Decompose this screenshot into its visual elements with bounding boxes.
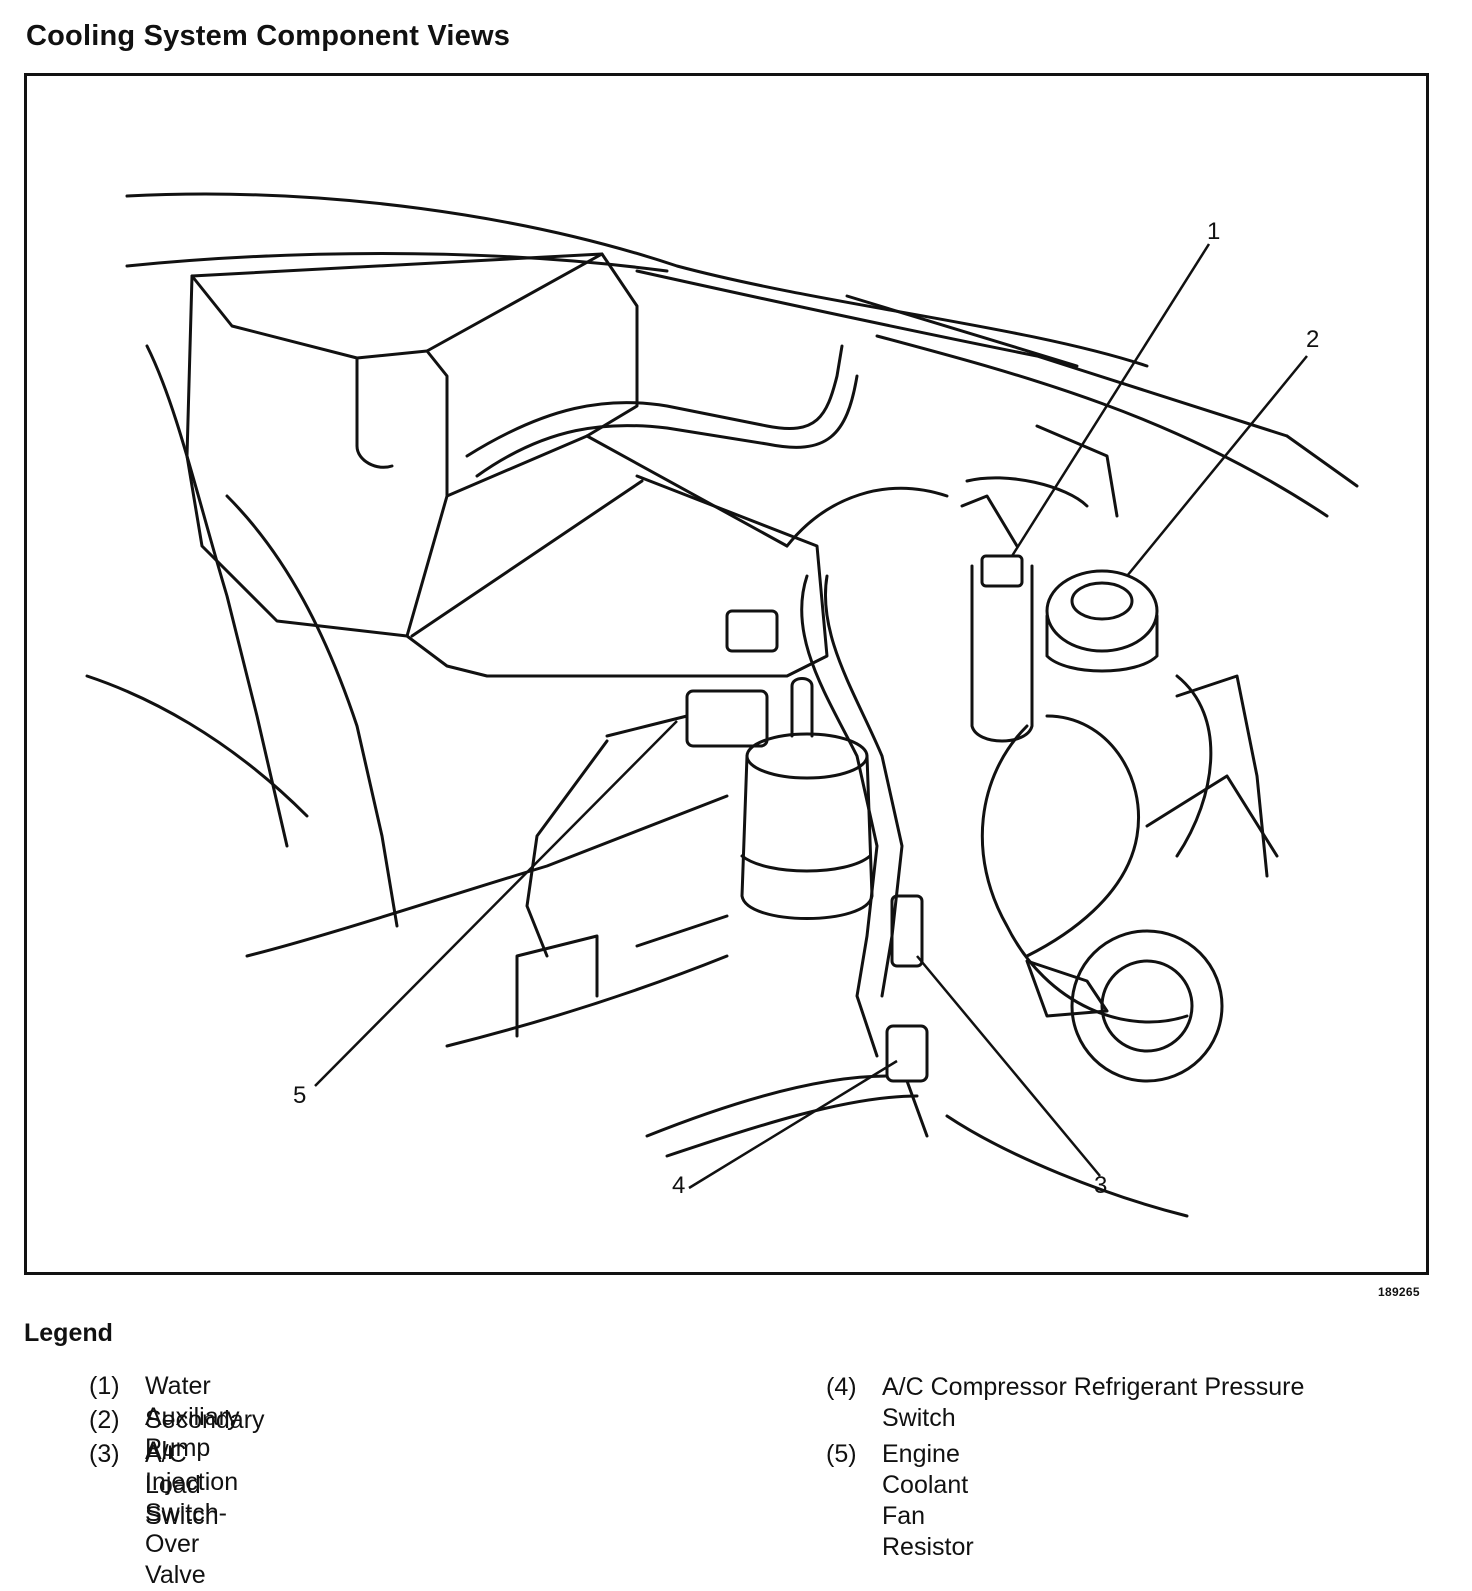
legend-item-label: A/C Compressor Refrigerant Pressure Swit…: [882, 1373, 1305, 1432]
component-illustration-frame: 1 2 3 4 5: [24, 73, 1429, 1275]
page-title: Cooling System Component Views: [26, 20, 511, 52]
callout-3: 3: [1094, 1172, 1107, 1199]
callout-2: 2: [1306, 326, 1319, 353]
callout-1: 1: [1207, 218, 1220, 245]
legend-item-label: Engine Coolant Fan Resistor: [882, 1440, 974, 1561]
legend-item-number: (1): [89, 1372, 120, 1400]
legend-item-number: (5): [826, 1440, 857, 1468]
legend-item-number: (2): [89, 1406, 120, 1434]
legend-heading: Legend: [24, 1319, 113, 1347]
figure-id: 189265: [1378, 1285, 1420, 1299]
engine-compartment-line-drawing: 1 2 3 4 5: [85, 192, 1359, 1218]
legend-item-label: A/C Load Switch: [145, 1440, 219, 1530]
legend-item-label: Water Auxiliary Pump: [145, 1372, 240, 1462]
legend-item-number: (4): [826, 1373, 857, 1401]
callout-5: 5: [293, 1082, 306, 1109]
legend-item-number: (3): [89, 1440, 120, 1468]
callout-4: 4: [672, 1172, 685, 1199]
